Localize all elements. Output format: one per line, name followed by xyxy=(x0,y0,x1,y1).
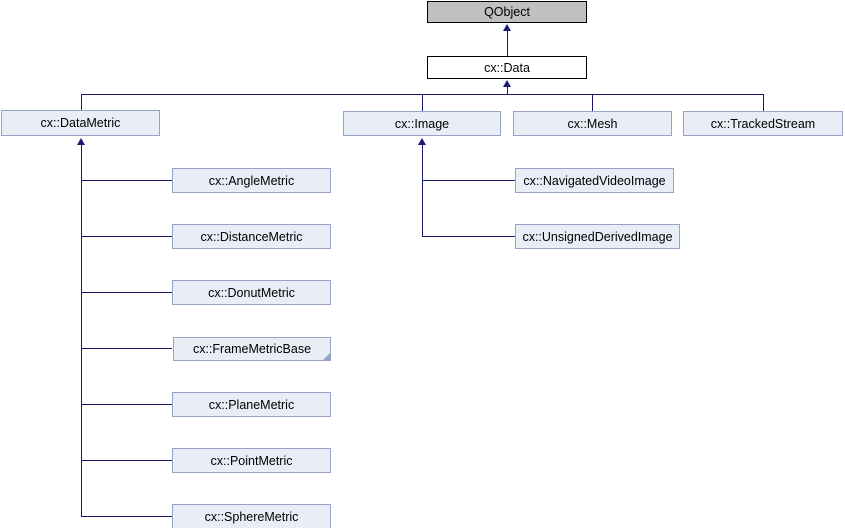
class-label: cx::Data xyxy=(484,60,530,75)
class-label: cx::TrackedStream xyxy=(710,116,816,131)
class-label: cx::UnsignedDerivedImage xyxy=(522,229,673,244)
arrowhead-to-qobject xyxy=(503,24,511,31)
edge-branch-spheremetric xyxy=(81,516,172,517)
arrowhead-to-datametric xyxy=(77,138,85,145)
class-label: cx::SphereMetric xyxy=(204,509,299,524)
class-node-cx-planemetric[interactable]: cx::PlaneMetric xyxy=(172,392,331,417)
class-node-cx-framemetricbase[interactable]: cx::FrameMetricBase xyxy=(173,337,331,361)
edge-stub-datametric xyxy=(81,94,82,111)
edge-branch-pointmetric xyxy=(81,460,172,461)
edge-branch-navigatedvideoimage xyxy=(422,180,516,181)
class-node-cx-datametric[interactable]: cx::DataMetric xyxy=(1,110,160,136)
edge-branch-planemetric xyxy=(81,404,172,405)
arrowhead-to-data xyxy=(503,80,511,87)
class-label: cx::AngleMetric xyxy=(208,173,295,188)
edge-stub-mesh xyxy=(592,94,593,111)
class-node-cx-anglemetric[interactable]: cx::AngleMetric xyxy=(172,168,331,193)
class-node-cx-mesh[interactable]: cx::Mesh xyxy=(513,111,672,136)
class-node-cx-trackedstream[interactable]: cx::TrackedStream xyxy=(683,111,843,136)
class-label: cx::PlaneMetric xyxy=(208,397,295,412)
edge-branch-framemetricbase xyxy=(81,348,172,349)
class-node-cx-pointmetric[interactable]: cx::PointMetric xyxy=(172,448,331,473)
class-node-qobject: QObject xyxy=(427,1,587,23)
class-label: cx::DataMetric xyxy=(40,116,121,130)
class-label: cx::DonutMetric xyxy=(208,285,295,300)
class-label: cx::FrameMetricBase xyxy=(192,342,312,356)
class-label: cx::NavigatedVideoImage xyxy=(523,173,666,188)
class-node-cx-distancemetric[interactable]: cx::DistanceMetric xyxy=(172,224,331,249)
class-node-cx-navigatedvideoimage[interactable]: cx::NavigatedVideoImage xyxy=(515,168,674,193)
edge-stub-image xyxy=(422,94,423,111)
class-label: cx::Image xyxy=(394,116,450,131)
edge-branch-anglemetric xyxy=(81,180,172,181)
edge-branch-donutmetric xyxy=(81,292,172,293)
class-node-cx-unsignedderivedimage[interactable]: cx::UnsignedDerivedImage xyxy=(515,224,680,249)
class-label: QObject xyxy=(484,5,530,19)
edge-trunk-datametric xyxy=(81,145,82,517)
arrowhead-to-image xyxy=(418,138,426,145)
class-label: cx::DistanceMetric xyxy=(200,229,303,244)
class-label: cx::Mesh xyxy=(567,116,618,131)
edge-data-qobject xyxy=(507,31,508,56)
class-node-cx-spheremetric[interactable]: cx::SphereMetric xyxy=(172,504,331,528)
edge-trunk-image xyxy=(422,145,423,237)
edge-branch-distancemetric xyxy=(81,236,172,237)
truncated-corner-icon xyxy=(322,352,331,361)
class-node-cx-image[interactable]: cx::Image xyxy=(343,111,501,136)
edge-stub-trackedstream xyxy=(763,94,764,111)
edge-branch-unsignedderivedimage xyxy=(422,236,515,237)
class-node-cx-data: cx::Data xyxy=(427,56,587,79)
class-label: cx::PointMetric xyxy=(210,453,293,468)
class-node-cx-donutmetric[interactable]: cx::DonutMetric xyxy=(172,280,331,305)
edge-bus-data xyxy=(507,87,508,94)
